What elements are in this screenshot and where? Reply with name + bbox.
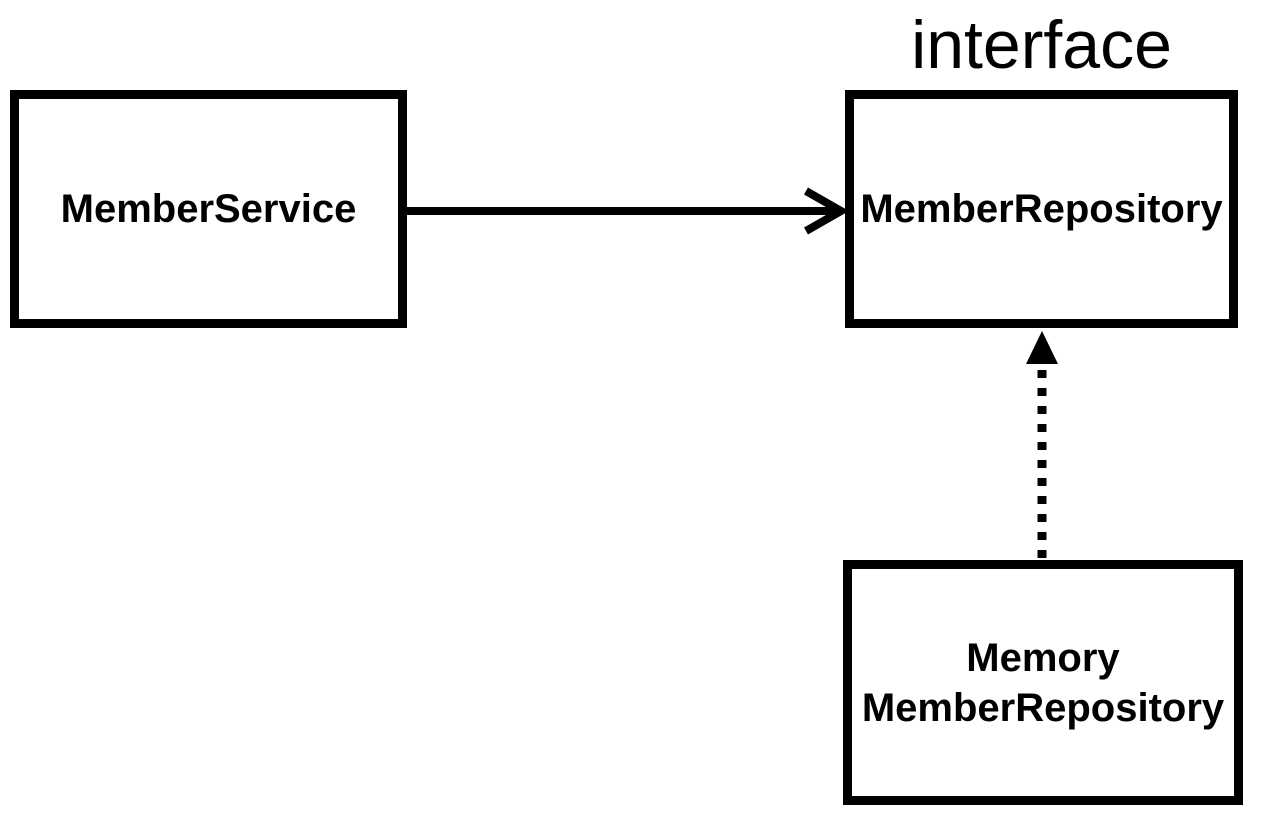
uses-arrowhead xyxy=(804,187,850,235)
member-service-label: MemberService xyxy=(60,187,357,231)
memory-member-repository-label-line1: Memory xyxy=(966,635,1120,680)
implements-arrow xyxy=(1026,331,1058,558)
node-member-service: MemberService xyxy=(10,90,407,328)
uses-arrow xyxy=(407,187,850,235)
node-member-repository: MemberRepository xyxy=(845,90,1238,328)
implements-arrowhead xyxy=(1026,331,1058,364)
node-memory-member-repository: Memory MemberRepository xyxy=(843,560,1243,805)
member-repository-label: MemberRepository xyxy=(860,187,1223,231)
interface-stereotype-label: interface xyxy=(911,7,1172,83)
memory-member-repository-label-line2: MemberRepository xyxy=(861,685,1225,730)
